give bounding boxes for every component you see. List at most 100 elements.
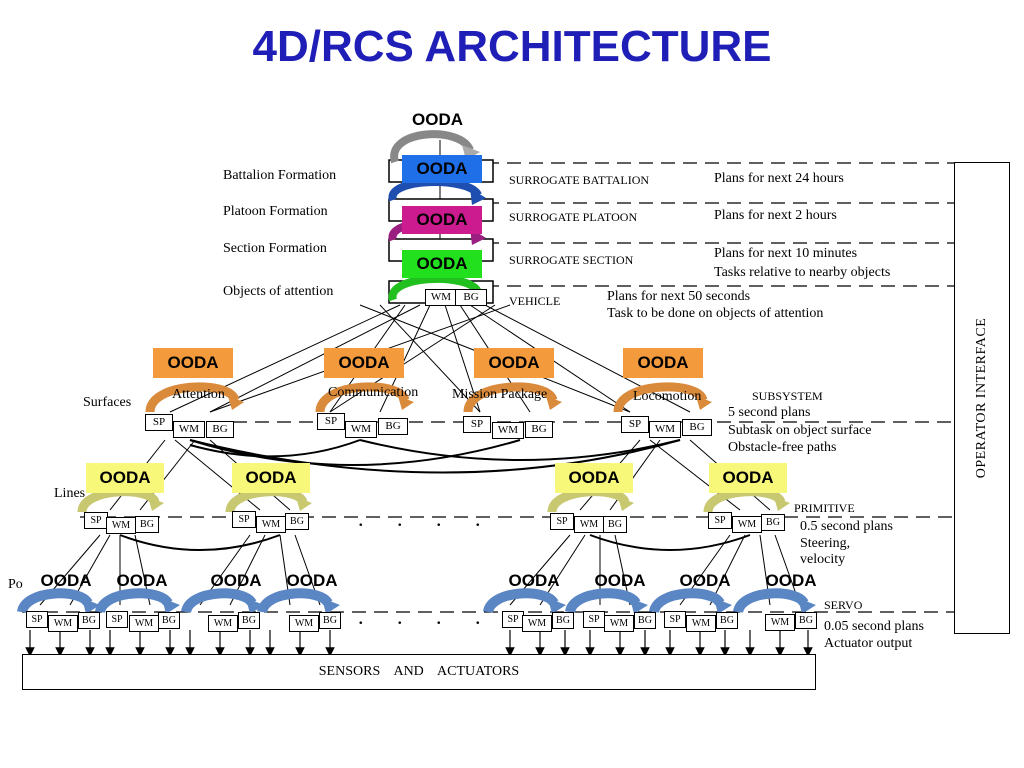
plan-section-1: Plans for next 10 minutes <box>714 246 858 261</box>
servo-5-bg: BG <box>552 612 574 629</box>
servo-ooda-7: OODA <box>679 571 731 590</box>
section-ooda: OODA <box>402 250 482 278</box>
servo-2-sp: SP <box>106 611 128 628</box>
subsystem-mission-wm: WM <box>492 422 524 439</box>
top-ooda-label: OODA <box>412 110 463 129</box>
platoon-formation-label: Platoon Formation <box>223 204 328 219</box>
primitive-label: PRIMITIVE <box>794 501 855 515</box>
page-title: 4D/RCS ARCHITECTURE <box>252 22 772 71</box>
subsystem-comm-wm: WM <box>345 421 377 438</box>
primitive-ooda-3: OODA <box>555 463 633 493</box>
battalion-formation-label: Battalion Formation <box>223 168 337 183</box>
servo-8-bg: BG <box>795 612 817 629</box>
surrogate-platoon-label: SURROGATE PLATOON <box>509 210 638 224</box>
servo-ellipsis: . . . . <box>358 604 495 629</box>
subsystem-mission-bg: BG <box>525 421 553 438</box>
plan-primitive-3: velocity <box>800 552 846 566</box>
servo-2-wm: WM <box>129 615 159 632</box>
subsystem-locomotion-bg: BG <box>682 419 712 436</box>
servo-7-bg: BG <box>716 612 738 629</box>
primitive-3-wm: WM <box>574 516 604 533</box>
operator-interface-label: OPERATOR INTERFACE <box>974 317 989 479</box>
servo-6-wm: WM <box>604 615 634 632</box>
plan-platoon: Plans for next 2 hours <box>714 208 837 223</box>
vehicle-bg-box: BG <box>455 289 487 306</box>
primitive-3-bg: BG <box>603 516 627 533</box>
platoon-ooda: OODA <box>402 206 482 234</box>
servo-6-bg: BG <box>634 612 656 629</box>
servo-7-wm: WM <box>686 615 716 632</box>
subsystem-attention-sp: SP <box>145 414 173 431</box>
subsystem-attention-bg: BG <box>206 421 234 438</box>
servo-label: SERVO <box>824 598 863 612</box>
subsystem-attention-label: Attention <box>172 387 225 402</box>
plan-subsystem-3: Obstacle-free paths <box>728 440 837 455</box>
primitive-4-sp: SP <box>708 512 732 529</box>
servo-3-bg: BG <box>238 612 260 629</box>
primitive-1-bg: BG <box>135 516 159 533</box>
primitive-ooda-1: OODA <box>86 463 164 493</box>
subsystem-ooda-mission: OODA <box>474 348 554 378</box>
primitive-ooda-2: OODA <box>232 463 310 493</box>
subsystem-locomotion-wm: WM <box>649 421 681 438</box>
subsystem-locomotion-sp: SP <box>621 416 649 433</box>
primitive-ellipsis: . . . . <box>358 506 495 531</box>
plan-vehicle-2: Task to be done on objects of attention <box>607 306 824 321</box>
lines-label: Lines <box>54 486 86 501</box>
servo-5-wm: WM <box>522 615 552 632</box>
servo-4-wm: WM <box>289 615 319 632</box>
primitive-1-wm: WM <box>106 517 136 534</box>
subsystem-mission-sp: SP <box>463 416 491 433</box>
surrogate-section-label: SURROGATE SECTION <box>509 253 634 267</box>
plan-subsystem-1: 5 second plans <box>728 405 811 420</box>
primitive-ooda-4: OODA <box>709 463 787 493</box>
operator-interface-panel: OPERATOR INTERFACE <box>954 162 1010 634</box>
servo-1-wm: WM <box>48 615 78 632</box>
primitive-2-wm: WM <box>256 516 286 533</box>
plan-primitive-2: Steering, <box>800 536 851 551</box>
primitive-2-bg: BG <box>285 513 309 530</box>
servo-8-wm: WM <box>765 614 795 631</box>
subsystem-ooda-attention: OODA <box>153 348 233 378</box>
subsystem-comm-bg: BG <box>378 418 408 435</box>
primitive-2-sp: SP <box>232 511 256 528</box>
primitive-4-wm: WM <box>732 516 762 533</box>
objects-of-attention-label: Objects of attention <box>223 284 334 299</box>
plan-servo-1: 0.05 second plans <box>824 619 924 634</box>
surfaces-label: Surfaces <box>83 395 132 410</box>
subsystem-mission-label: Mission Package <box>452 387 548 402</box>
plan-section-2: Tasks relative to nearby objects <box>714 265 891 280</box>
surrogate-battalion-label: SURROGATE BATTALION <box>509 173 650 187</box>
servo-ooda-1: OODA <box>40 571 92 590</box>
section-formation-label: Section Formation <box>223 241 327 256</box>
servo-4-bg: BG <box>319 612 341 629</box>
plan-battalion: Plans for next 24 hours <box>714 171 844 186</box>
servo-7-sp: SP <box>664 611 686 628</box>
subsystem-label: SUBSYSTEM <box>752 389 823 403</box>
primitive-1-sp: SP <box>84 512 108 529</box>
vehicle-wm-box: WM <box>425 289 457 306</box>
subsystem-communication-label: Communication <box>328 385 419 400</box>
servo-ooda-4: OODA <box>286 571 338 590</box>
servo-ooda-5: OODA <box>508 571 560 590</box>
servo-1-bg: BG <box>78 612 100 629</box>
plan-servo-2: Actuator output <box>824 636 913 651</box>
servo-2-bg: BG <box>158 612 180 629</box>
subsystem-locomotion-label: Locomotion <box>633 389 702 404</box>
plan-primitive-1: 0.5 second plans <box>800 519 893 534</box>
subsystem-ooda-locomotion: OODA <box>623 348 703 378</box>
subsystem-comm-sp: SP <box>317 413 345 430</box>
servo-ooda-2: OODA <box>116 571 168 590</box>
subsystem-ooda-communication: OODA <box>324 348 404 378</box>
servo-1-sp: SP <box>26 611 48 628</box>
battalion-ooda: OODA <box>402 155 482 183</box>
servo-ooda-3: OODA <box>210 571 262 590</box>
servo-6-sp: SP <box>583 611 605 628</box>
servo-ooda-8: OODA <box>765 571 817 590</box>
servo-ooda-6: OODA <box>594 571 646 590</box>
primitive-4-bg: BG <box>761 514 785 531</box>
vehicle-label: VEHICLE <box>509 294 561 308</box>
primitive-3-sp: SP <box>550 513 574 530</box>
sensors-actuators-label: SENSORS AND ACTUATORS <box>318 664 520 679</box>
